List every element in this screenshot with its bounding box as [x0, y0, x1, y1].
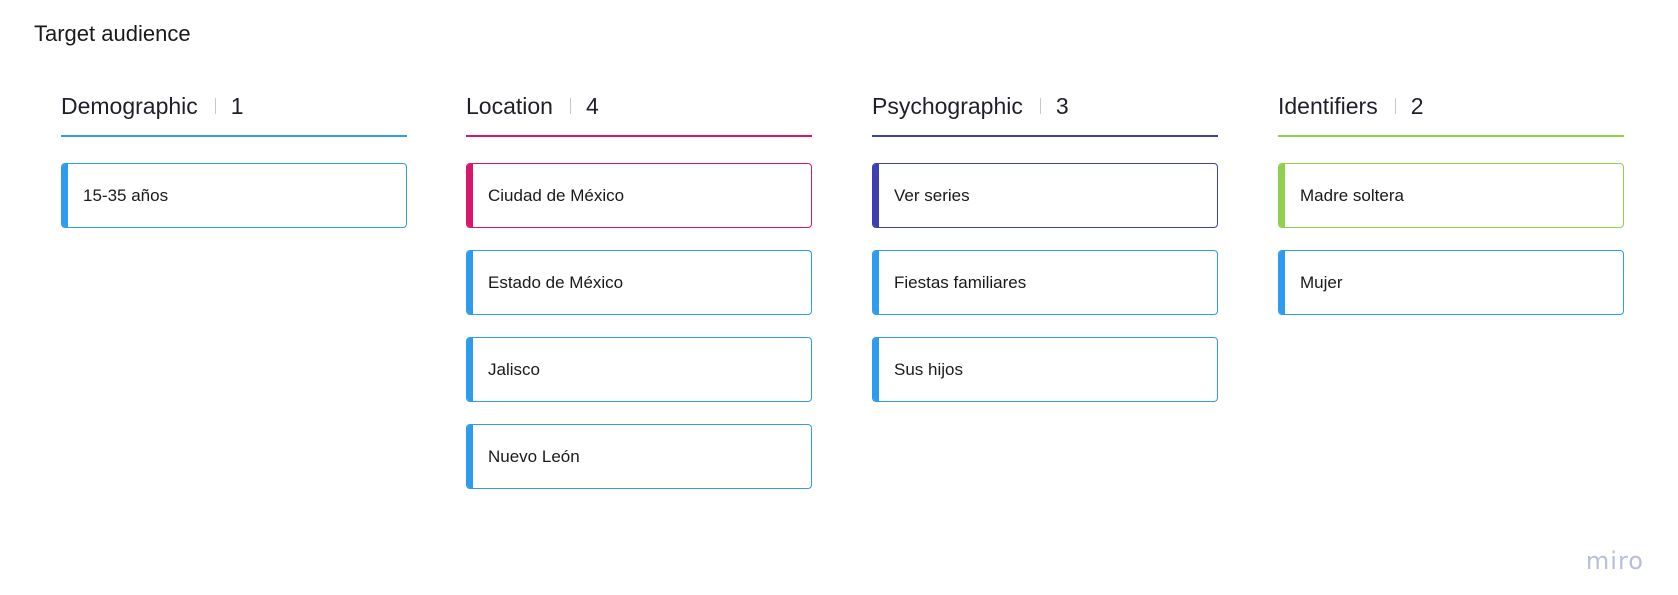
column-title: Location — [466, 92, 553, 119]
card-color-tag — [873, 338, 879, 401]
column-header[interactable]: Location 4 — [466, 90, 812, 122]
card-label: Mujer — [1300, 272, 1343, 292]
card-label: Fiestas familiares — [894, 272, 1027, 292]
column-header-divider — [569, 98, 571, 114]
card[interactable]: Estado de México — [466, 250, 812, 315]
card[interactable]: Mujer — [1278, 250, 1624, 315]
column-title: Demographic — [61, 92, 198, 119]
column-card-count: 3 — [1055, 92, 1069, 119]
card-label: 15-35 años — [83, 185, 169, 205]
card-label: Estado de México — [488, 272, 624, 292]
card-color-tag — [1279, 251, 1285, 314]
column-header[interactable]: Demographic 1 — [61, 90, 407, 122]
column-header-divider — [1039, 98, 1041, 114]
column-underline — [1278, 135, 1624, 137]
card-label: Ciudad de México — [488, 185, 625, 205]
card-label: Jalisco — [488, 359, 540, 379]
column-title: Psychographic — [872, 92, 1023, 119]
column-underline — [466, 135, 812, 137]
card-color-tag — [467, 425, 473, 488]
card-label: Ver series — [894, 185, 970, 205]
column-underline — [61, 135, 407, 137]
column-card-count: 2 — [1410, 92, 1424, 119]
column-card-count: 4 — [585, 92, 599, 119]
column-header-divider — [1394, 98, 1396, 114]
column-title: Identifiers — [1278, 92, 1378, 119]
board-title: Target audience — [34, 21, 191, 46]
card-list: 15-35 años — [61, 163, 407, 228]
card[interactable]: Sus hijos — [872, 337, 1218, 402]
card-color-tag — [467, 251, 473, 314]
card[interactable]: Ciudad de México — [466, 163, 812, 228]
card-color-tag — [467, 338, 473, 401]
card-color-tag — [1279, 164, 1285, 227]
card[interactable]: Fiestas familiares — [872, 250, 1218, 315]
card[interactable]: Nuevo León — [466, 424, 812, 489]
card[interactable]: Jalisco — [466, 337, 812, 402]
column-demographic: Demographic 1 15-35 años — [61, 90, 407, 250]
card-color-tag — [62, 164, 68, 227]
card-color-tag — [873, 251, 879, 314]
column-card-count: 1 — [230, 92, 244, 119]
card-label: Sus hijos — [894, 359, 963, 379]
card-color-tag — [467, 164, 473, 227]
card-label: Nuevo León — [488, 446, 580, 466]
miro-logo: miro — [1585, 547, 1644, 575]
card[interactable]: 15-35 años — [61, 163, 407, 228]
column-header-divider — [214, 98, 216, 114]
column-underline — [872, 135, 1218, 137]
column-header[interactable]: Psychographic 3 — [872, 90, 1218, 122]
card-color-tag — [873, 164, 879, 227]
card-label: Madre soltera — [1300, 185, 1404, 205]
column-header[interactable]: Identifiers 2 — [1278, 90, 1624, 122]
card[interactable]: Madre soltera — [1278, 163, 1624, 228]
card[interactable]: Ver series — [872, 163, 1218, 228]
